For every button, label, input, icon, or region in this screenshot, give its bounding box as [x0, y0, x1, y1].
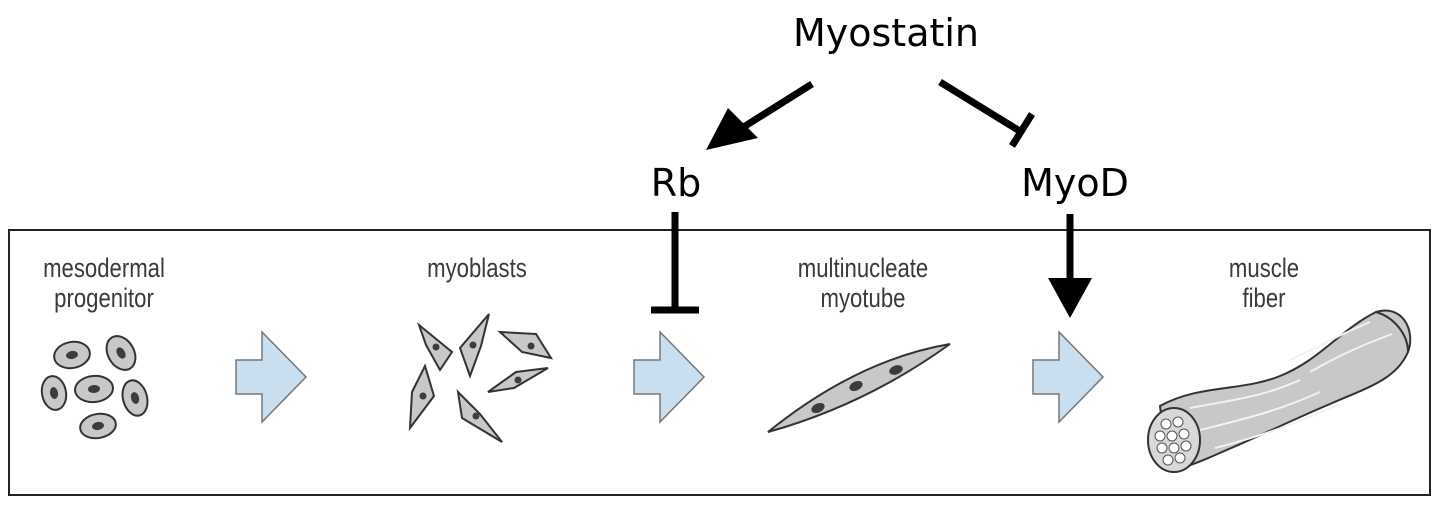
- progression-arrow-2: [633, 330, 706, 424]
- progression-arrow-1: [235, 330, 308, 424]
- rb-label: Rb: [650, 161, 702, 205]
- stage-label-myoblasts: myoblasts: [427, 253, 527, 283]
- stage-label-line: fiber: [1242, 283, 1286, 314]
- myod-label: MyoD: [1021, 161, 1129, 205]
- stage-label-line: myotube: [820, 283, 906, 314]
- muscle-fiber-illustration: [1147, 309, 1412, 473]
- myoblasts-illustration: [408, 313, 554, 443]
- progression-arrow-3: [1032, 330, 1105, 424]
- edge-myod-activates-transition: [1048, 214, 1092, 318]
- stage-label-line: mesodermal: [43, 253, 165, 283]
- myostatin-label: Myostatin: [792, 11, 980, 55]
- stage-label-line: myoblasts: [427, 253, 527, 283]
- edge-rb-inhibits-transition: [651, 212, 699, 314]
- myotube-illustration: [767, 343, 951, 433]
- stage-label-line: progenitor: [54, 283, 154, 314]
- stage-frame: [8, 229, 1431, 496]
- edge-myostatin-activates-rb: [706, 81, 814, 150]
- stage-label-multinucleate-myotube: multinucleate myotube: [798, 253, 928, 313]
- edge-myostatin-inhibits-myod: [938, 79, 1035, 148]
- stage-label-muscle-fiber: muscle fiber: [1229, 253, 1299, 313]
- stage-label-line: multinucleate: [797, 253, 929, 283]
- progenitor-cells-illustration: [40, 335, 149, 440]
- stage-label-line: muscle: [1228, 253, 1300, 283]
- stage-label-mesodermal-progenitor: mesodermal progenitor: [43, 253, 165, 313]
